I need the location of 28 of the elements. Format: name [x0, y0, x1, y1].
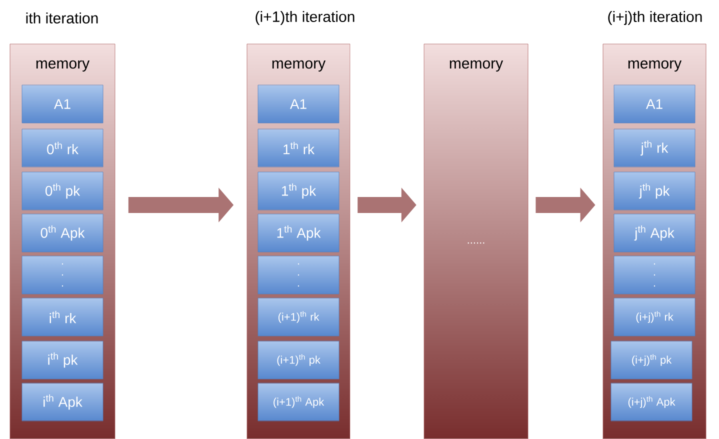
memory-cell: (i+1)$^{th}$ pk	[258, 340, 340, 380]
memory-cell: 0$^{th}$ rk	[22, 128, 104, 168]
memory-cell: 1$^{th}$ Apk	[258, 214, 340, 252]
memory-cell	[258, 256, 340, 294]
memory-cell: 1$^{th}$ pk	[258, 172, 340, 210]
memory-cell: 0$^{th}$ pk	[22, 172, 104, 210]
iteration-heading: (i+j)th iteration	[608, 11, 702, 25]
iteration-heading: (i+1)th iteration	[256, 11, 354, 25]
memory-column: memory ......	[424, 44, 528, 439]
memory-cell: A1	[614, 84, 696, 124]
memory-cell: 1$^{th}$ rk	[258, 128, 340, 168]
memory-cell: (i+j)$^{th}$ rk	[614, 298, 696, 336]
memory-cell: A1	[22, 84, 104, 124]
memory-cell	[614, 256, 696, 294]
memory-cell: (i+1)$^{th}$ rk	[258, 298, 340, 336]
iteration-heading: ith iteration	[26, 12, 98, 24]
memory-cell: 0$^{th}$ Apk	[22, 214, 104, 252]
memory-cell: i$^{th}$ pk	[22, 340, 104, 380]
memory-cell	[22, 256, 104, 294]
memory-cell: i$^{th}$ Apk	[22, 382, 104, 422]
memory-cell: i$^{th}$ rk	[22, 298, 104, 336]
memory-cell: j$^{th}$ rk	[614, 128, 696, 168]
memory-cell: j$^{th}$ pk	[614, 172, 696, 210]
memory-cell: (i+1)$^{th}$ Apk	[258, 382, 340, 422]
memory-cell: (i+j)$^{th}$ Apk	[610, 382, 692, 422]
memory-cell: j$^{th}$ Apk	[614, 214, 696, 252]
memory-cell: (i+j)$^{th}$ pk	[610, 340, 692, 380]
memory-cell: A1	[258, 84, 340, 124]
